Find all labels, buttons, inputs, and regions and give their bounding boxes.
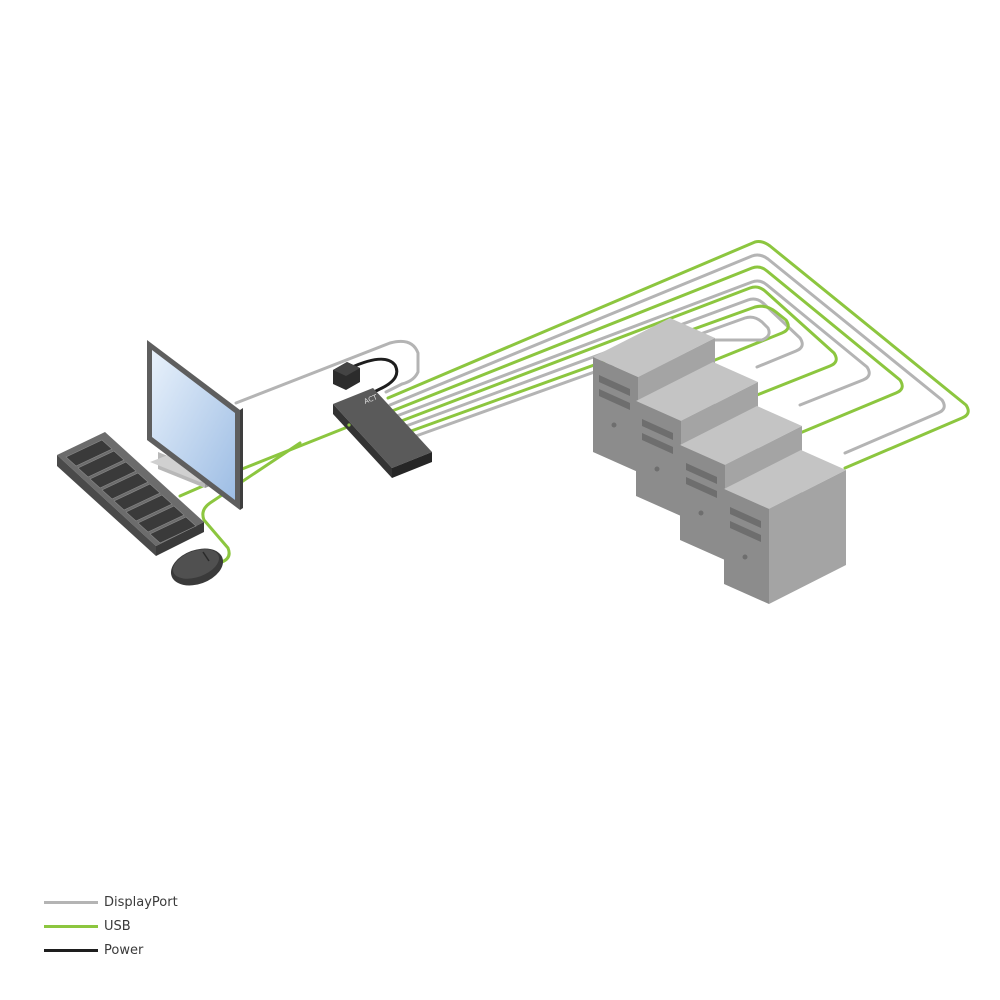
cables — [178, 240, 970, 564]
computer-4 — [724, 450, 846, 604]
power-cable — [348, 357, 399, 395]
displayport-cable-computer-1 — [400, 315, 771, 443]
mouse — [170, 548, 224, 586]
legend-item-power: Power — [44, 938, 178, 962]
usb-cable-computer-3 — [390, 265, 904, 435]
legend-label-usb: USB — [104, 918, 131, 934]
power-adapter — [333, 362, 360, 390]
legend-swatch-displayport — [44, 900, 98, 904]
kvm-switch: ACT — [333, 388, 432, 478]
legend-item-displayport: DisplayPort — [44, 890, 178, 914]
usb-cable-mouse — [201, 441, 302, 564]
legend-swatch-usb — [44, 924, 98, 928]
displayport-cable-computer-4 — [388, 253, 946, 455]
displayport-cable-monitor — [234, 339, 420, 405]
keyboard — [57, 432, 204, 556]
usb-cable-computer-2 — [394, 285, 838, 425]
legend-label-power: Power — [104, 942, 144, 958]
legend-swatch-power — [44, 948, 98, 952]
legend: DisplayPort USB Power — [44, 890, 178, 962]
usb-cable-computer-4 — [386, 240, 970, 470]
legend-item-usb: USB — [44, 914, 178, 938]
computers — [593, 318, 846, 604]
kvm-status-led — [347, 423, 351, 427]
usb-cable-computer-1 — [398, 304, 790, 437]
monitor — [147, 340, 243, 510]
legend-label-displayport: DisplayPort — [104, 894, 178, 910]
displayport-cable-computer-2 — [396, 297, 804, 431]
keyboard-keys — [65, 439, 197, 544]
monitor-screen — [152, 350, 235, 500]
displayport-cable-computer-3 — [392, 279, 871, 419]
